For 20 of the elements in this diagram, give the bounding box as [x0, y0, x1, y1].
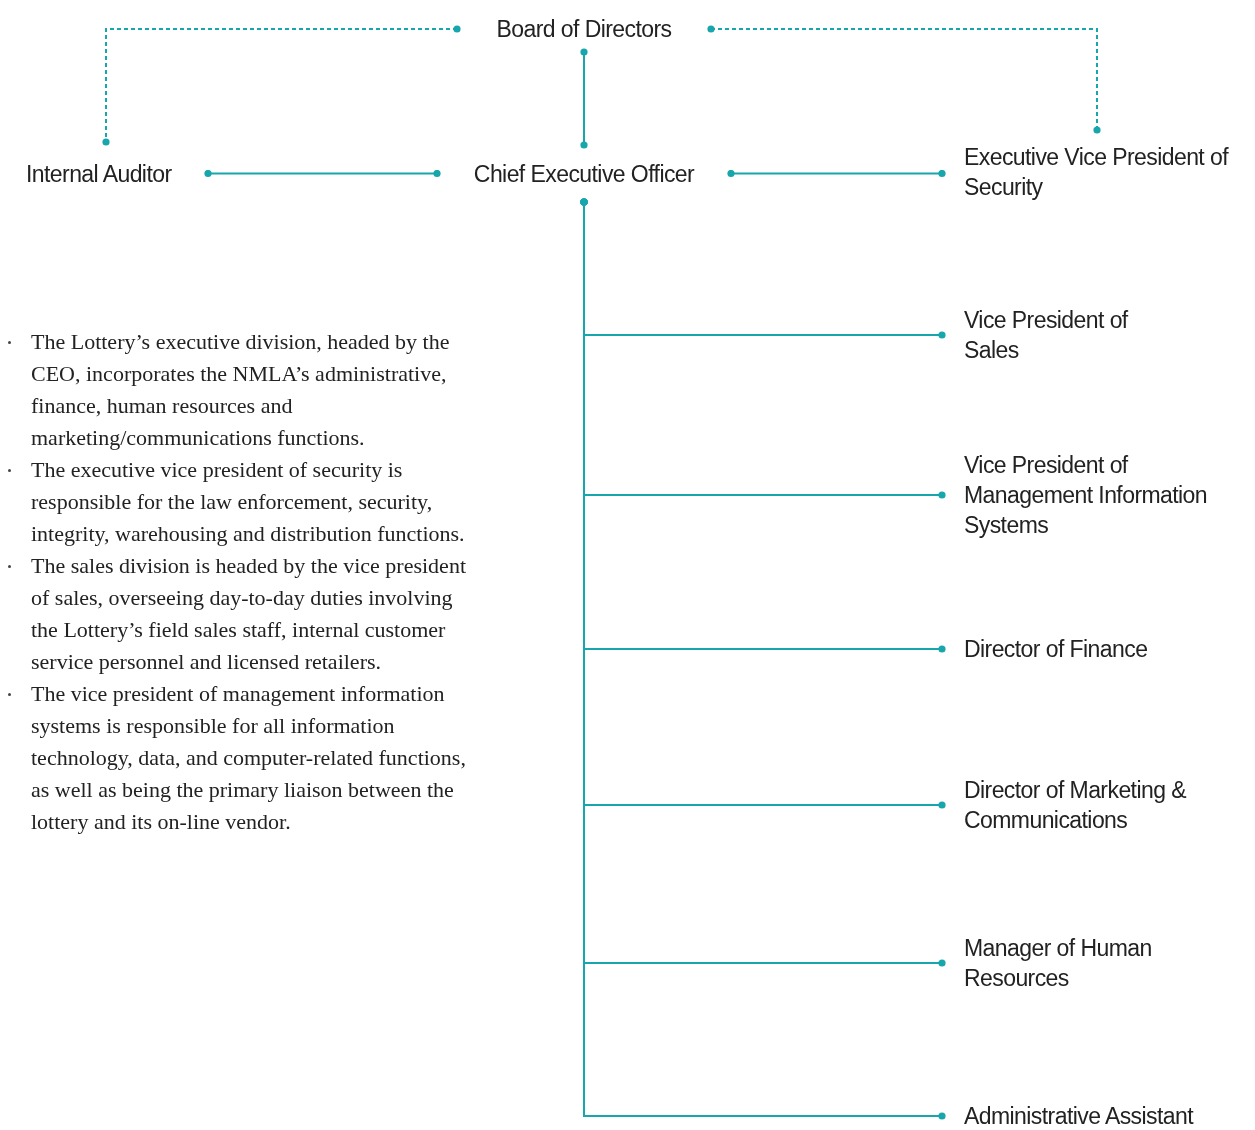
description-paragraph: The sales division is headed by the vice president of sales, overseeing day-to-day duties involving the Lottery’s field sales staff, internal customer service personnel and licensed retailers.	[31, 552, 467, 676]
role-title: Vice President of Management Information Systems	[964, 451, 1209, 540]
role-title: Director of Marketing & Communications	[964, 776, 1188, 835]
description-paragraph: The executive vice president of security is responsible for the law enforcement, security, integrity, warehousing and distribution functions.	[31, 456, 466, 548]
connector-line	[204, 169, 441, 178]
role-title: Internal Auditor	[26, 160, 172, 189]
connector-line	[580, 198, 946, 1120]
role-title: Manager of Human Resources	[964, 934, 1153, 993]
connector-line	[102, 25, 461, 146]
connector-line	[707, 25, 1101, 134]
role-title: Administrative Assistant	[964, 1102, 1194, 1130]
connector-line	[727, 169, 946, 178]
role-title: Board of Directors	[496, 15, 672, 44]
description-paragraph: The Lottery’s executive division, headed by the CEO, incorporates the NMLA’s administrative, finance, human resources and marketing/communications functions.	[31, 328, 451, 452]
role-title: Director of Finance	[964, 635, 1148, 664]
role-title: Chief Executive Officer	[473, 159, 695, 189]
role-title: Vice President of Sales	[964, 306, 1130, 365]
description-paragraph: The vice president of management information systems is responsible for all information technology, data, and computer-related functions, as well as being the primary liaison between the lottery and its on-line vendor.	[31, 680, 467, 836]
connector-line	[580, 48, 588, 149]
role-title: Executive Vice President of Security	[964, 143, 1230, 202]
